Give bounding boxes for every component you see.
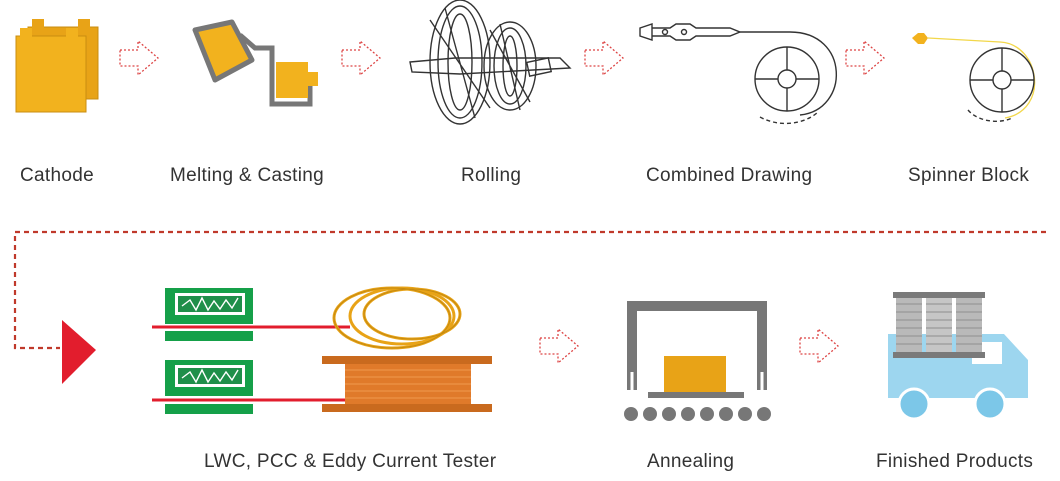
step-label-melting-casting: Melting & Casting (170, 165, 325, 186)
annealing-oven-icon (624, 301, 771, 421)
step-label-eddy-current-tester: LWC, PCC & Eddy Current Tester (204, 451, 497, 472)
flow-connector-line (13, 230, 1046, 384)
step-label-cathode: Cathode (20, 165, 94, 186)
rolling-mill-icon (409, 0, 572, 125)
flow-arrow-icon (341, 39, 382, 77)
step-label-finished-products: Finished Products (876, 451, 1034, 472)
flow-arrow-icon (539, 327, 580, 365)
step-label-spinner-block: Spinner Block (908, 165, 1030, 186)
step-label-combined-drawing: Combined Drawing (646, 165, 813, 186)
eddy-current-tester-icon (152, 286, 492, 414)
flow-arrow-icon (799, 327, 840, 365)
flow-arrow-icon (584, 39, 625, 77)
step-label-annealing: Annealing (647, 451, 735, 472)
flow-arrow-icon (119, 39, 160, 77)
cathode-icon (15, 19, 99, 113)
delivery-truck-icon (888, 292, 1028, 421)
furnace-icon (192, 19, 318, 107)
drawing-machine-icon (639, 23, 837, 125)
step-label-rolling: Rolling (461, 165, 522, 186)
spinner-block-icon (912, 33, 1036, 122)
flow-arrow-icon (845, 39, 886, 77)
